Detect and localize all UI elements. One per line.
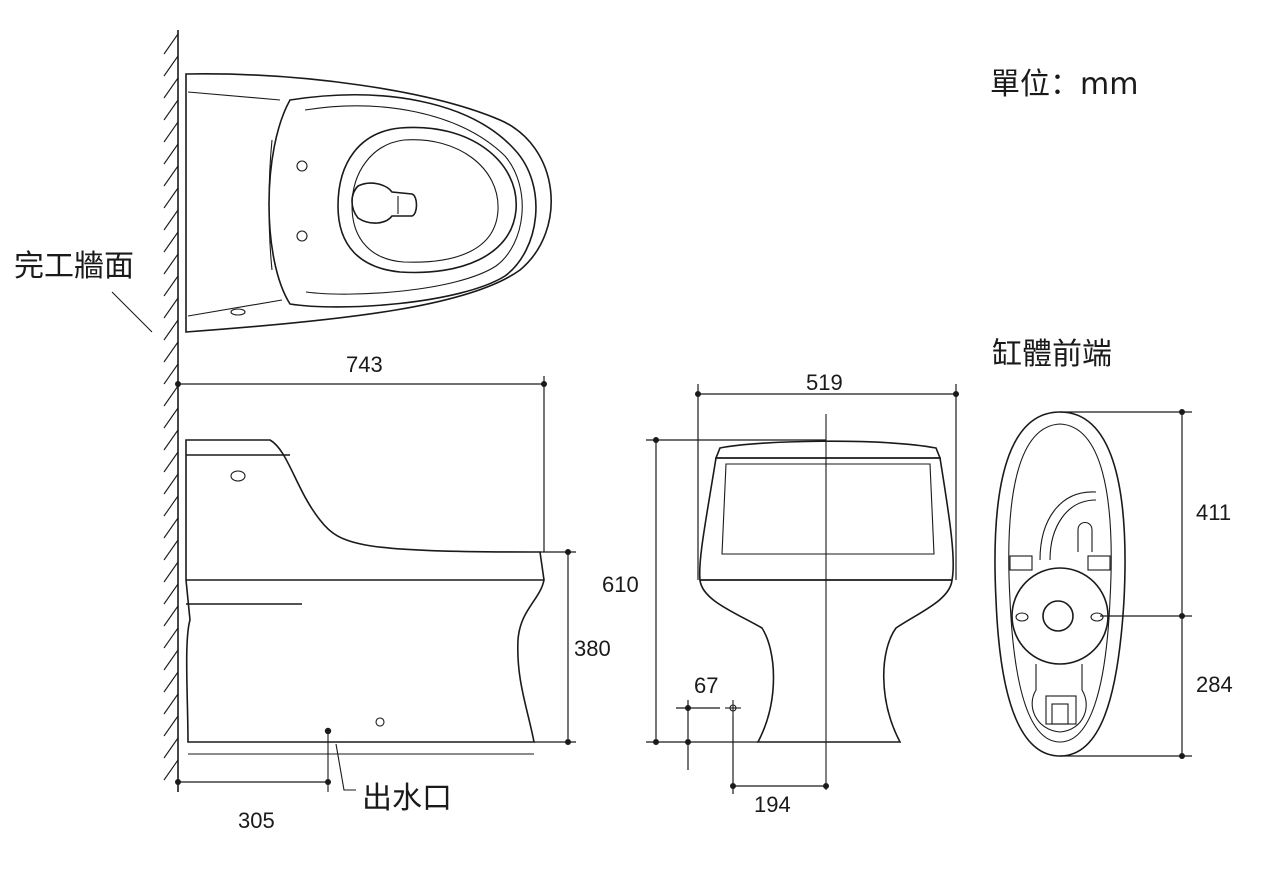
dim-bottom-upper-label: 411 bbox=[1196, 500, 1231, 525]
dimension-height bbox=[646, 437, 826, 745]
dim-seat-height-label: 380 bbox=[574, 636, 611, 661]
dimension-length bbox=[175, 376, 547, 552]
outlet-label: 出水口 bbox=[362, 781, 452, 816]
unit-label: 單位：mm bbox=[990, 67, 1138, 102]
dimension-width bbox=[695, 384, 959, 580]
dim-height-label: 610 bbox=[602, 572, 639, 597]
dimension-bottom bbox=[1060, 409, 1192, 759]
dim-bottom-lower-label: 284 bbox=[1196, 672, 1233, 697]
finished-wall bbox=[111, 30, 179, 792]
dim-width-label: 519 bbox=[806, 370, 843, 395]
dimension-outlet-from-wall bbox=[175, 779, 331, 785]
dimension-seat-height bbox=[534, 549, 576, 745]
dim-length-label: 743 bbox=[346, 352, 383, 377]
dim-outlet-from-wall-label: 305 bbox=[238, 808, 275, 833]
dim-offset-small-label: 67 bbox=[694, 673, 718, 698]
top-view bbox=[185, 73, 552, 333]
dimension-offset-center bbox=[730, 716, 829, 794]
front-view bbox=[698, 414, 955, 790]
wall-leader-line bbox=[111, 291, 153, 333]
bottom-view bbox=[994, 411, 1126, 757]
outlet-leader-line bbox=[335, 743, 356, 791]
wall-label: 完工牆面 bbox=[14, 249, 134, 284]
bowl-front-label: 缸體前端 bbox=[992, 337, 1112, 372]
side-view bbox=[185, 439, 545, 792]
dimension-offset-small bbox=[676, 700, 741, 770]
dim-offset-center-label: 194 bbox=[754, 792, 791, 817]
